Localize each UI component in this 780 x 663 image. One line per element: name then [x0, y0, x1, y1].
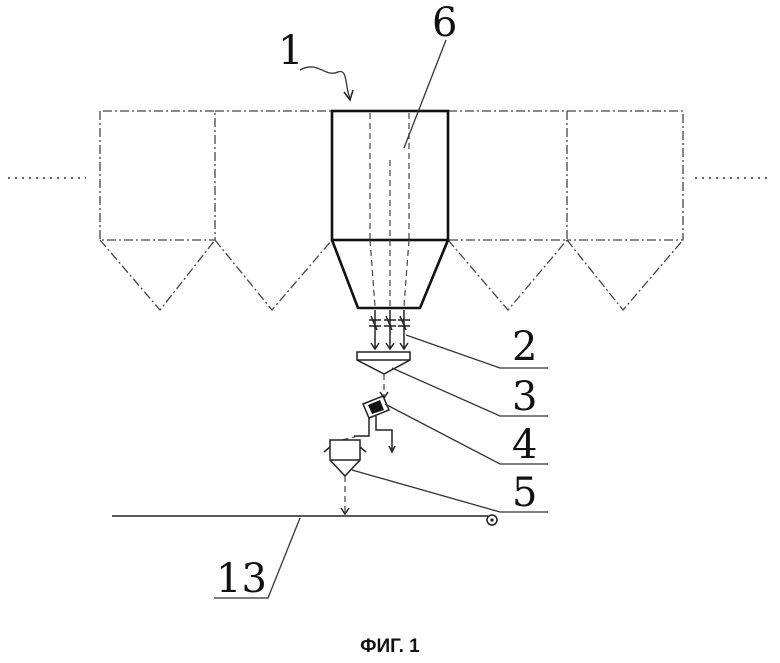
feeder — [324, 440, 366, 514]
leader-6 — [404, 40, 446, 148]
collector — [357, 352, 410, 398]
silo-right-inner — [448, 111, 567, 310]
figure-caption: ФИГ. 1 — [360, 636, 420, 657]
label-13: 13 — [216, 556, 267, 602]
silo-right-outer — [567, 111, 683, 310]
leader-1 — [300, 67, 350, 98]
silo-left-inner — [215, 111, 332, 310]
label-1: 1 — [278, 28, 303, 74]
valves — [369, 310, 410, 349]
label-4: 4 — [512, 422, 537, 468]
label-6: 6 — [432, 0, 457, 46]
conveyor — [112, 515, 497, 525]
silo-left-outer — [100, 111, 215, 310]
label-5: 5 — [512, 470, 537, 516]
main-silo — [332, 111, 448, 308]
label-3: 3 — [512, 374, 537, 420]
label-2: 2 — [512, 324, 537, 370]
